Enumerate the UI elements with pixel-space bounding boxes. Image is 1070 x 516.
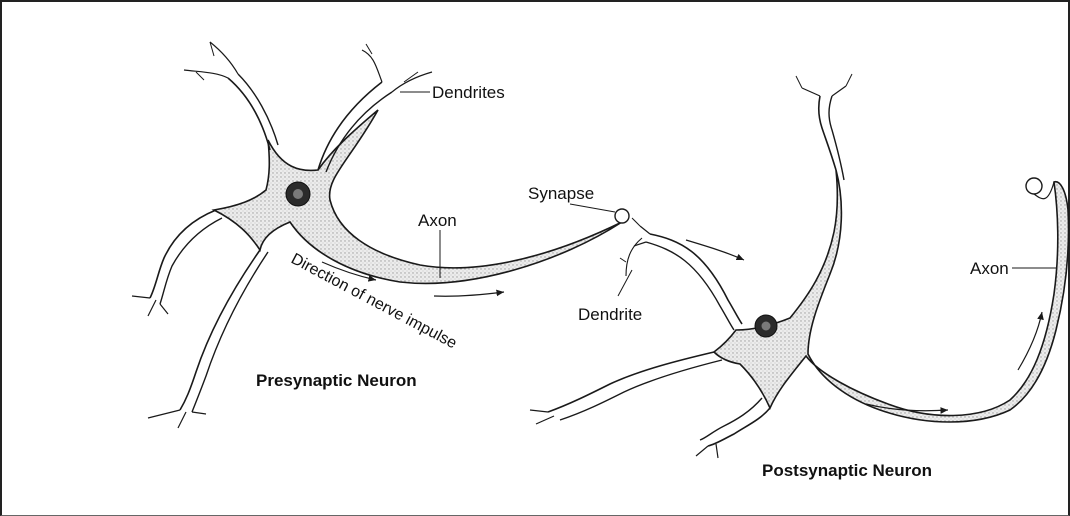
axon-terminal — [615, 209, 629, 223]
label-axon-post: Axon — [970, 259, 1009, 278]
dendrite-left — [150, 210, 216, 298]
label-axon-pre: Axon — [418, 211, 457, 230]
postsynaptic-soma — [714, 170, 1069, 422]
postsynaptic-dendrite — [650, 234, 742, 324]
label-dendrite-post: Dendrite — [578, 305, 642, 324]
leader-synapse — [570, 204, 615, 212]
label-synapse: Synapse — [528, 184, 594, 203]
leader-dendrite-post — [618, 270, 632, 296]
dendrite-lower — [180, 250, 260, 410]
label-presynaptic: Presynaptic Neuron — [256, 371, 417, 390]
impulse-arrow-2 — [434, 292, 504, 296]
postsynaptic-axon-terminal — [1026, 178, 1042, 194]
label-dendrites: Dendrites — [432, 83, 505, 102]
dendrite-upper-left — [228, 78, 270, 150]
label-postsynaptic: Postsynaptic Neuron — [762, 461, 932, 480]
impulse-arrow-3 — [686, 240, 744, 260]
